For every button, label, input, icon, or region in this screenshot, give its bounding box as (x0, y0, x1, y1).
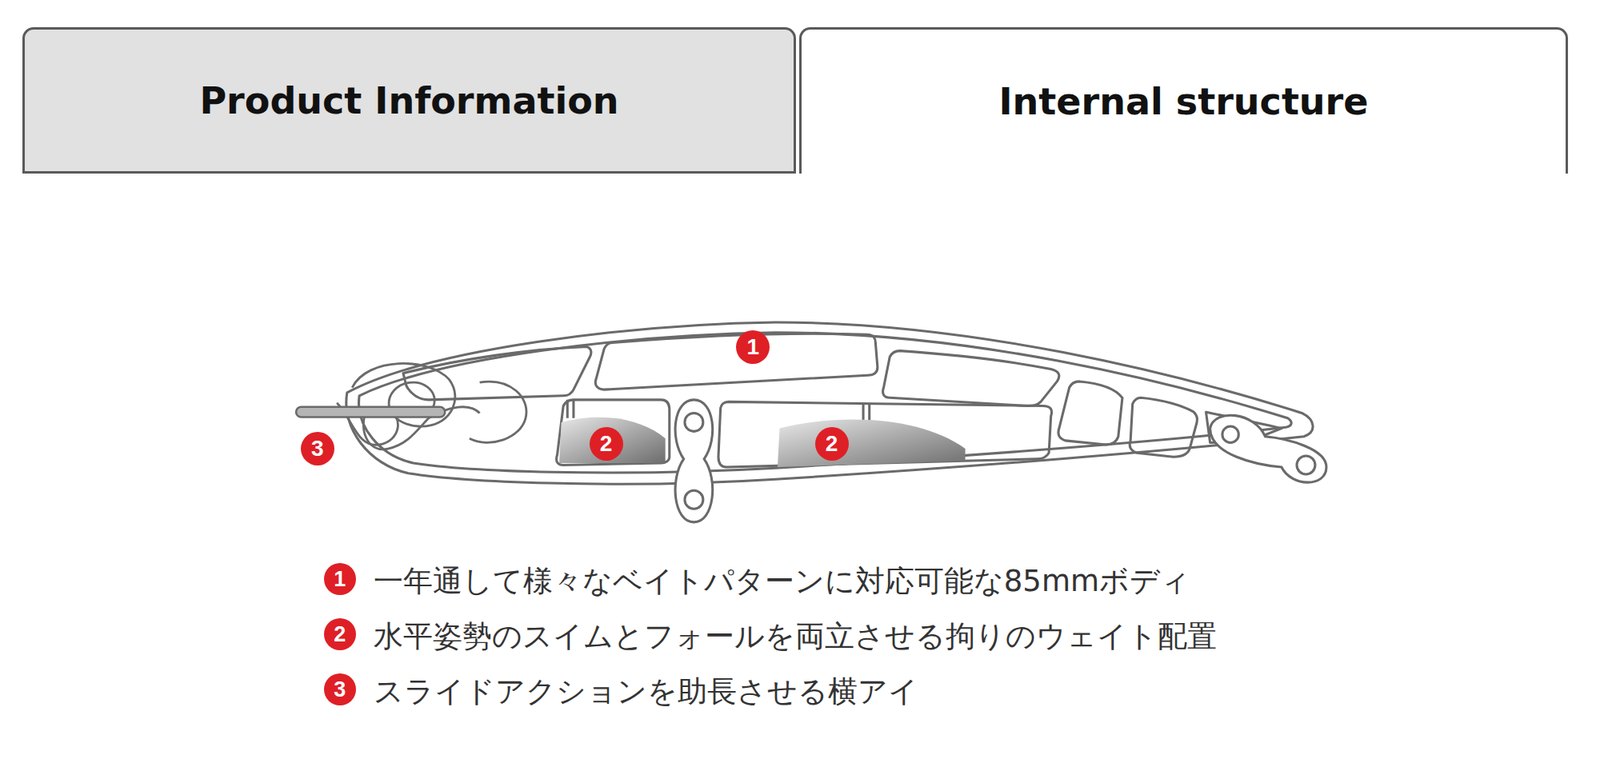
eye-rod (296, 407, 445, 418)
callout-text: 2 (825, 432, 839, 456)
tail-eye (1210, 415, 1327, 483)
tab-label: Product Information (199, 79, 619, 123)
weight (559, 417, 666, 464)
feature-text: 水平姿勢のスイムとフォールを両立させる拘りのウェイト配置 (373, 619, 1217, 655)
tab-label: Internal structure (999, 80, 1369, 124)
bullet-number: 3 (324, 673, 356, 706)
eye-hole (684, 490, 704, 509)
eye-wire (1210, 415, 1327, 483)
callout-text: 1 (747, 336, 760, 359)
callout-number: 1 (736, 330, 770, 364)
frame-cell (718, 401, 1052, 468)
body-outline (346, 322, 1313, 484)
rib-notch (567, 400, 574, 419)
callout-text: 1 (333, 568, 346, 591)
callout-text: 3 (311, 437, 324, 460)
eye-hole (1222, 426, 1239, 443)
tab-active: Internal structure (799, 27, 1568, 174)
lure-body (346, 322, 1313, 484)
callout-number: 2 (815, 427, 849, 461)
body-inner (359, 332, 1292, 473)
frame-cell (556, 400, 670, 466)
callout-text: 2 (333, 624, 346, 646)
weight (777, 420, 966, 468)
feature-text: 一年通して様々なベイトパターンに対応可能な85mmボディ (373, 564, 1191, 600)
bullet-number: 1 (324, 563, 356, 596)
frame-cell (1129, 397, 1197, 457)
belly-eye (675, 400, 713, 523)
eye-wire (675, 400, 713, 523)
frame-cell (883, 351, 1060, 407)
callout-number: 3 (300, 432, 335, 466)
callout-text: 3 (333, 679, 346, 701)
eye-hole (1296, 456, 1316, 475)
eye-hole (684, 412, 704, 432)
frame-cell (1058, 381, 1123, 445)
callout-number: 2 (589, 427, 624, 461)
feature-text: スライドアクションを助長させる横アイ (373, 674, 919, 710)
tab-inactive: Product Information (22, 27, 796, 174)
line-loop (469, 381, 527, 443)
bullet-number: 2 (324, 618, 356, 651)
callout-text: 2 (600, 432, 613, 456)
